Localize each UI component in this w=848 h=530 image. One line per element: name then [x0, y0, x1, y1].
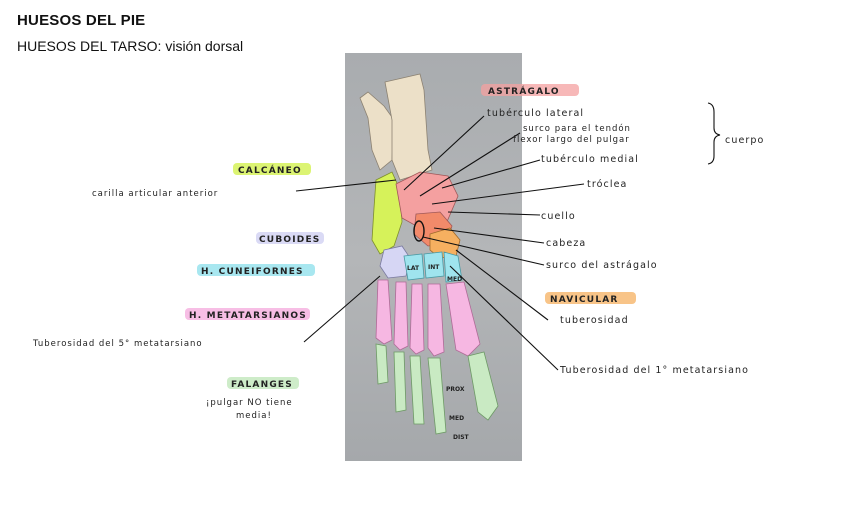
label-cabeza: cabeza — [546, 238, 586, 249]
falanges-bones — [375, 343, 499, 435]
lat-bone-label: LAT — [407, 265, 420, 272]
navicular-tag: NAVICULAR — [550, 295, 619, 305]
cuneiformes-bones — [403, 251, 463, 283]
astragalo-bone — [395, 171, 459, 229]
dist-phalanx-label: DIST — [453, 434, 470, 441]
label-tuberosidad: tuberosidad — [560, 315, 629, 326]
label-cuerpo: cuerpo — [725, 135, 764, 146]
label-pulgar-note-2: media! — [236, 411, 272, 421]
label-tuberosidad-1-meta: Tuberosidad del 1° metatarsiano — [559, 365, 749, 376]
cuneiformes-tag: H. CUNEIFORNES — [201, 267, 304, 277]
leg-bones — [359, 73, 433, 181]
label-surco-astragalo: surco del astrágalo — [546, 260, 658, 271]
page-title: HUESOS DEL PIE — [17, 12, 146, 29]
prox-phalanx-label: PROX — [446, 386, 465, 393]
label-cuello: cuello — [541, 211, 576, 222]
label-surco-tendon-2: flexor largo del pulgar — [513, 135, 630, 145]
falanges-tag: FALANGES — [231, 380, 293, 390]
metatarsianos-bones — [375, 279, 481, 357]
astragalo-tag: ASTRÁGALO — [488, 85, 560, 97]
label-tuberculo-lateral: tubérculo lateral — [487, 108, 584, 119]
calcaneo-bone — [371, 171, 403, 255]
metatarsianos-tag: H. METATARSIANOS — [189, 311, 307, 321]
label-surco-tendon-1: surco para el tendón — [523, 123, 631, 134]
label-pulgar-note-1: ¡pulgar NO tiene — [206, 398, 293, 408]
group-tags — [185, 84, 636, 389]
cuboides-tag: CUBOIDES — [259, 235, 320, 245]
label-troclea: tróclea — [587, 179, 627, 190]
label-carilla-articular: carilla articular anterior — [92, 189, 218, 199]
med-phalanx-label: MED — [449, 415, 464, 422]
calcaneo-tag: CALCÁNEO — [238, 164, 302, 176]
surco-marker — [413, 220, 425, 242]
leader-lines — [295, 102, 721, 371]
label-tuberculo-medial: tubérculo medial — [541, 154, 639, 165]
page-subtitle: HUESOS DEL TARSO: visión dorsal — [17, 38, 244, 54]
med-bone-label: MED — [447, 276, 462, 283]
int-bone-label: INT — [428, 264, 440, 271]
label-tuberosidad-5-meta: Tuberosidad del 5° metatarsiano — [32, 339, 203, 349]
cuboides-bone — [379, 245, 411, 279]
